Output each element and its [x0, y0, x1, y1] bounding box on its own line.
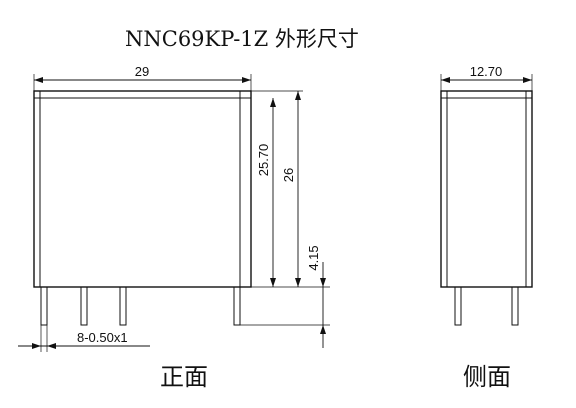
front-view: 29 25.70 26 4.15: [18, 64, 330, 391]
front-pin-1: [40, 286, 48, 326]
pin-section-dimension: 8-0.50x1: [18, 325, 150, 352]
arrow-down: [270, 278, 276, 287]
arrow-left: [34, 77, 43, 83]
pin-length-dimension-label: 4.15: [306, 245, 321, 270]
side-pin-2: [511, 286, 519, 326]
front-body-outline: [33, 90, 252, 288]
arrow-down: [295, 278, 301, 287]
side-width-dimension-label: 12.70: [470, 64, 503, 79]
pin-section-dimension-label: 8-0.50x1: [77, 330, 128, 345]
arrow-up: [270, 98, 276, 107]
arrow-right: [32, 343, 41, 349]
arrow-right: [242, 77, 251, 83]
side-view: 12.70 侧面: [440, 64, 533, 391]
arrow-up: [320, 325, 326, 334]
body-height-dimension: 25.70: [256, 98, 276, 287]
front-pin-4: [233, 286, 241, 326]
side-body-outline: [440, 90, 533, 288]
arrow-right: [523, 77, 532, 83]
height-dimension: 26: [281, 91, 301, 287]
side-view-label: 侧面: [463, 363, 511, 391]
height-dimension-label: 26: [281, 168, 296, 182]
side-pin-1: [454, 286, 462, 326]
width-dimension-label: 29: [135, 64, 149, 79]
front-body: [33, 90, 252, 288]
arrow-up: [295, 91, 301, 100]
body-height-dimension-label: 25.70: [256, 144, 271, 177]
side-pins: [454, 286, 519, 326]
pin-length-dimension: 4.15: [306, 245, 326, 348]
front-pins: [40, 286, 241, 326]
front-pin-3: [119, 286, 127, 326]
arrow-left: [47, 343, 56, 349]
arrow-left: [441, 77, 450, 83]
drawing-title: NNC69KP-1Z 外形尺寸: [125, 27, 359, 51]
side-body: [440, 90, 533, 288]
arrow-down: [320, 278, 326, 287]
front-width-dimension: 29: [33, 64, 252, 91]
side-width-dimension: 12.70: [440, 64, 533, 91]
front-pin-2: [80, 286, 88, 326]
front-view-label: 正面: [160, 363, 208, 391]
